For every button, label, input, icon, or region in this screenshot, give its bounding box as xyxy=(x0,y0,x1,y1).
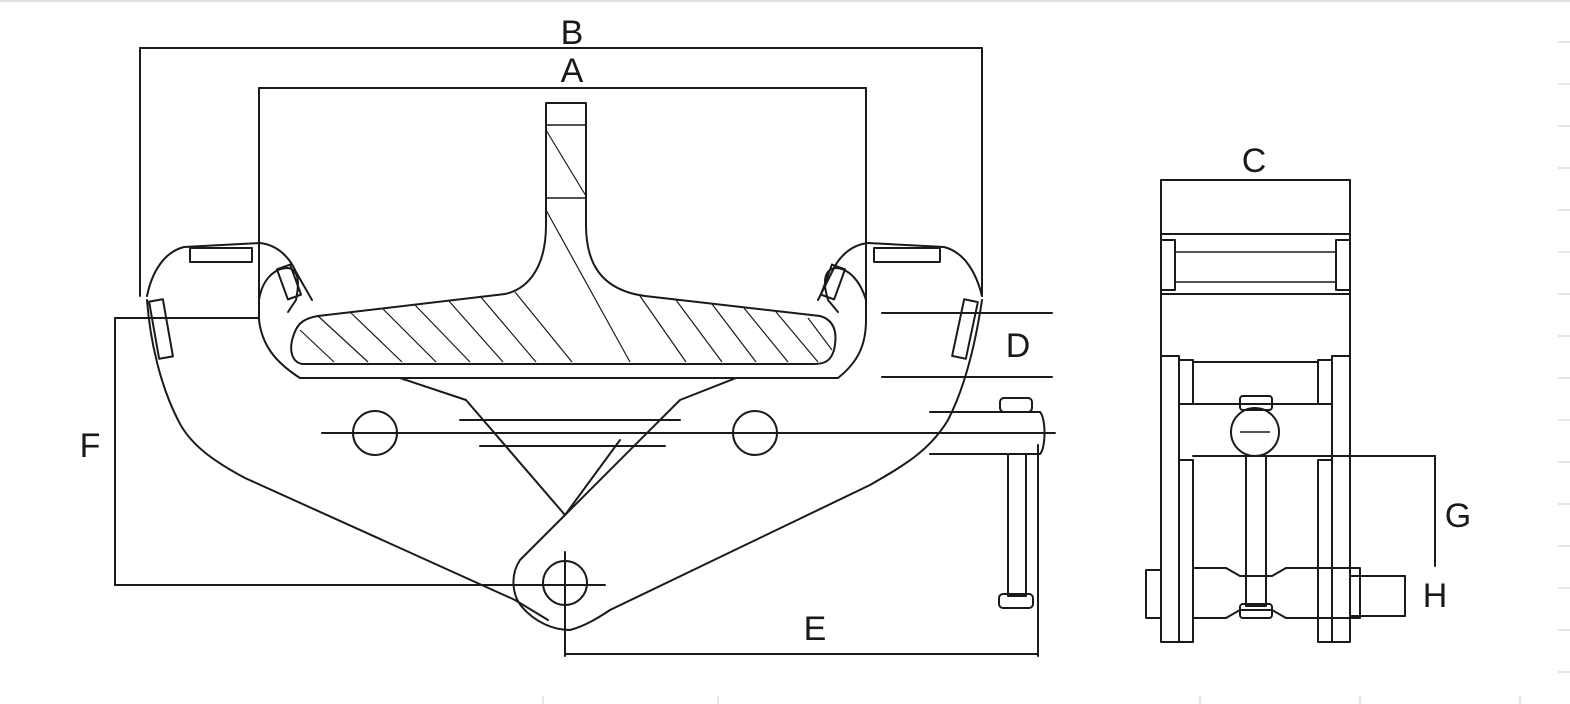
right-ruler-ticks xyxy=(1558,41,1570,673)
label-c: C xyxy=(1242,142,1267,180)
side-view xyxy=(1145,179,1436,643)
side-spindle xyxy=(1192,395,1436,619)
side-plates xyxy=(1160,355,1351,643)
cross-link-right xyxy=(512,377,737,631)
right-jaw-arm xyxy=(817,242,983,301)
label-h: H xyxy=(1423,577,1448,615)
dimension-d xyxy=(881,312,1053,378)
left-jaw-body xyxy=(146,299,549,621)
bottom-ruler-ticks xyxy=(542,696,1521,704)
label-d: D xyxy=(1006,327,1031,365)
right-pad-top xyxy=(873,247,941,263)
label-f: F xyxy=(80,427,101,465)
side-lower-shaft xyxy=(1145,567,1406,619)
dimension-b xyxy=(139,47,983,297)
label-g: G xyxy=(1445,497,1471,535)
dimension-f xyxy=(114,317,260,586)
side-top-block xyxy=(1160,233,1351,295)
right-jaw-body xyxy=(569,299,983,631)
front-view xyxy=(114,47,1056,657)
left-pad-outer xyxy=(148,298,174,360)
label-b: B xyxy=(561,14,584,52)
cross-link-left xyxy=(399,377,621,516)
right-pad-inner xyxy=(819,263,847,301)
dimension-e xyxy=(564,444,1039,657)
label-a: A xyxy=(561,52,584,90)
left-pad-inner xyxy=(275,263,303,301)
rail-section xyxy=(290,102,837,365)
dimension-a xyxy=(258,87,867,319)
left-pad-top xyxy=(189,247,253,263)
jaw-inner-contour xyxy=(258,267,867,379)
right-pad-outer xyxy=(951,298,979,360)
label-e: E xyxy=(804,610,827,648)
rail-hatching xyxy=(299,129,833,363)
jaw-inner-left-hook xyxy=(258,267,299,321)
screw-handle xyxy=(929,397,1046,609)
left-jaw-arm xyxy=(146,242,313,301)
dimension-c xyxy=(1160,179,1351,357)
